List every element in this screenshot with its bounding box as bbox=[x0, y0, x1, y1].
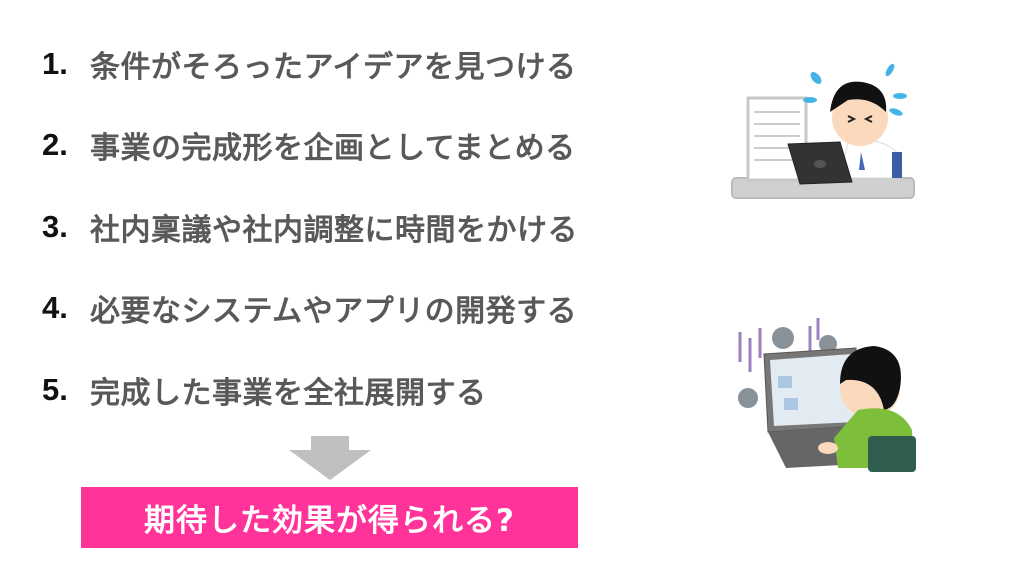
frozen-computer-worker-illustration bbox=[738, 318, 916, 472]
list-item: 2. 事業の完成形を企画としてまとめる bbox=[42, 125, 576, 166]
step-text: 事業の完成形を企画としてまとめる bbox=[90, 131, 576, 166]
step-text: 必要なシステムやアプリの開発する bbox=[90, 294, 578, 329]
list-item: 5. 完成した事業を全社展開する bbox=[42, 370, 487, 411]
step-text: 社内稟議や社内調整に時間をかける bbox=[90, 213, 578, 248]
list-item: 3. 社内稟議や社内調整に時間をかける bbox=[42, 207, 578, 248]
step-number: 3. bbox=[42, 209, 68, 244]
step-text: 条件がそろったアイデアを見つける bbox=[90, 50, 577, 85]
result-banner: 期待した効果が得られる? bbox=[81, 487, 578, 548]
list-item: 4. 必要なシステムやアプリの開発する bbox=[42, 288, 578, 329]
list-item: 1. 条件がそろったアイデアを見つける bbox=[42, 44, 577, 85]
step-text: 完成した事業を全社展開する bbox=[90, 376, 487, 411]
step-number: 1. bbox=[42, 46, 68, 81]
down-arrow-icon bbox=[289, 436, 371, 480]
busy-office-worker-illustration bbox=[731, 63, 915, 199]
step-number: 2. bbox=[42, 127, 68, 162]
step-number: 5. bbox=[42, 372, 68, 407]
step-number: 4. bbox=[42, 290, 68, 325]
